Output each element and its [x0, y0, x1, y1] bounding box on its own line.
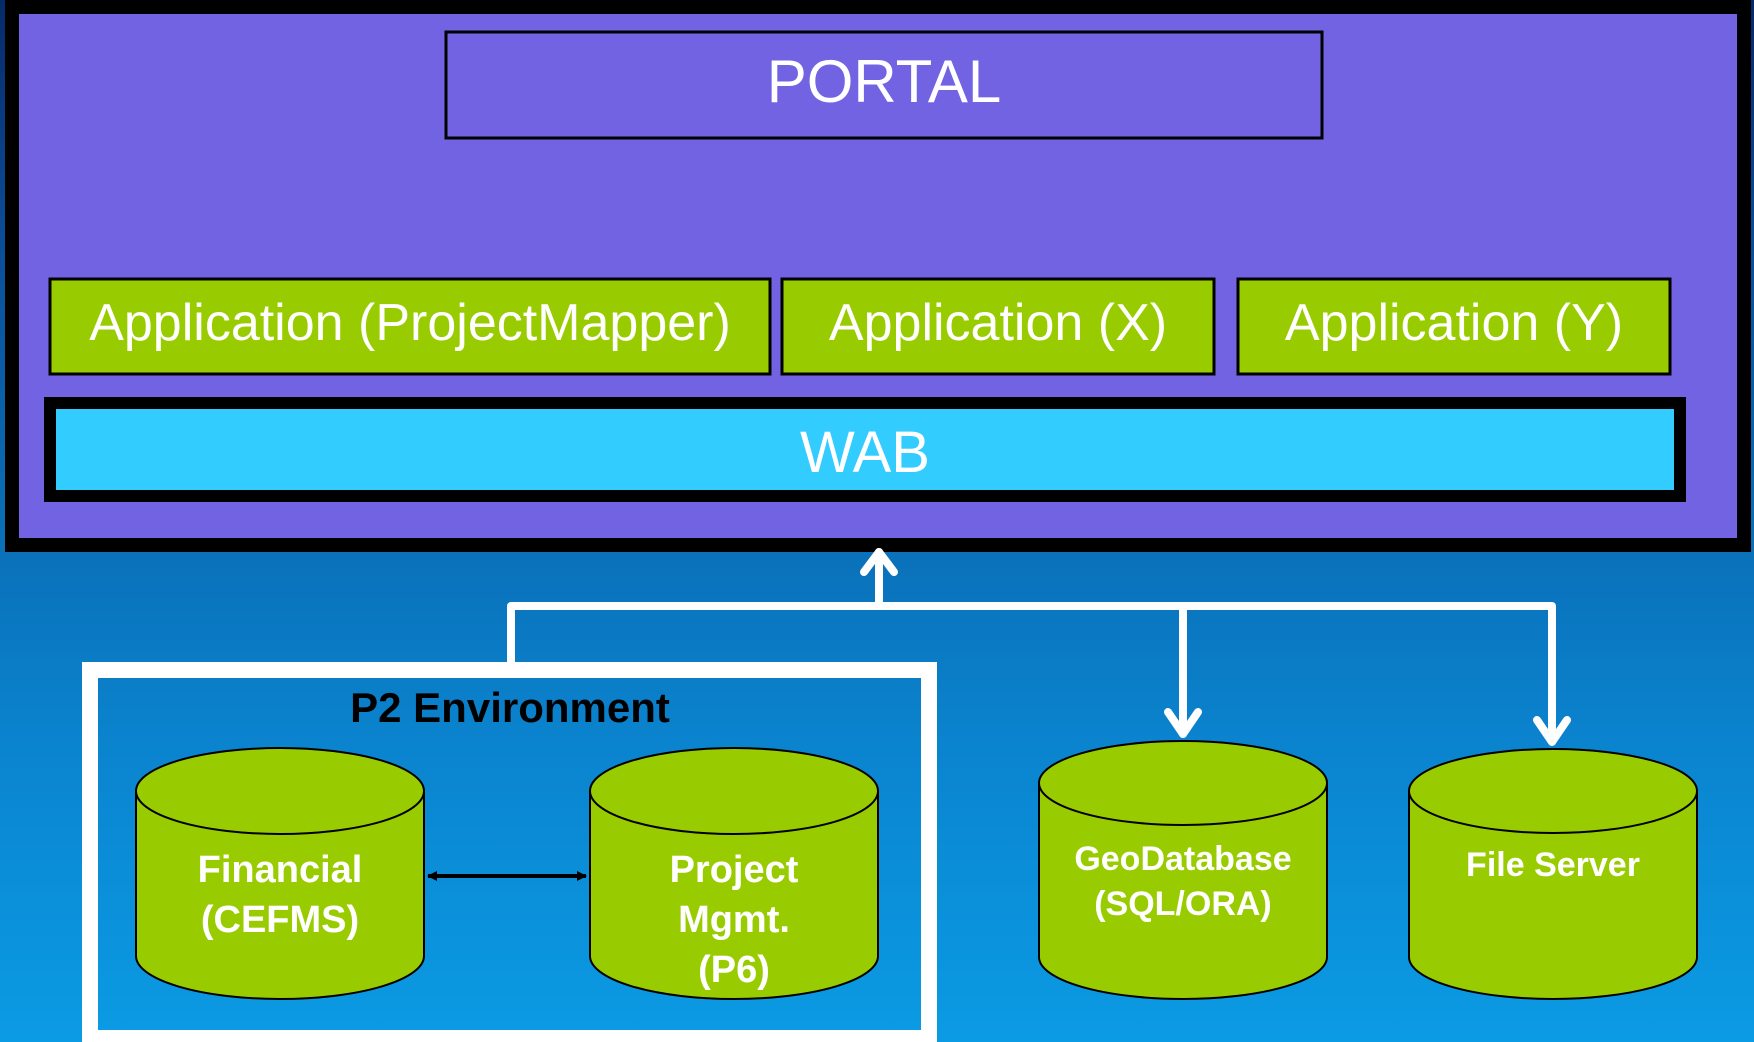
portal-title-box: PORTAL: [444, 30, 1324, 140]
database-label-line: (CEFMS): [201, 899, 359, 941]
wab-bar[interactable]: WAB: [44, 397, 1686, 502]
application-box-y[interactable]: Application (Y): [1236, 277, 1672, 376]
database-label-line: (P6): [698, 949, 770, 991]
application-label: Application (ProjectMapper): [89, 294, 731, 352]
database-label-line: GeoDatabase: [1074, 840, 1291, 878]
database-label-line: Financial: [198, 849, 363, 891]
database-financial: Financial (CEFMS): [135, 747, 425, 1000]
application-label: Application (X): [829, 294, 1167, 352]
database-label-line: (SQL/ORA): [1094, 885, 1272, 923]
down-arrow-icon: [1533, 716, 1571, 746]
p2-environment-title: P2 Environment: [350, 684, 670, 731]
database-label-line: Project: [670, 849, 799, 891]
application-label: Application (Y): [1285, 294, 1623, 352]
database-geodatabase: GeoDatabase (SQL/ORA): [1038, 740, 1328, 1000]
database-label-line: Mgmt.: [678, 899, 790, 941]
database-label-line: File Server: [1466, 846, 1640, 884]
application-box-x[interactable]: Application (X): [780, 277, 1216, 376]
database-project-mgmt: Project Mgmt. (P6): [589, 747, 879, 1000]
application-box-projectmapper[interactable]: Application (ProjectMapper): [48, 277, 772, 376]
up-arrow-icon: [860, 548, 898, 576]
wab-label: WAB: [800, 420, 930, 485]
connector-trunk: [507, 602, 1556, 742]
down-arrow-icon: [1164, 708, 1202, 738]
p2-environment-box: P2 Environment: [82, 662, 937, 1042]
connector-lines: [507, 548, 1571, 746]
database-file-server: File Server: [1408, 748, 1698, 1000]
portal-title: PORTAL: [767, 48, 1002, 115]
